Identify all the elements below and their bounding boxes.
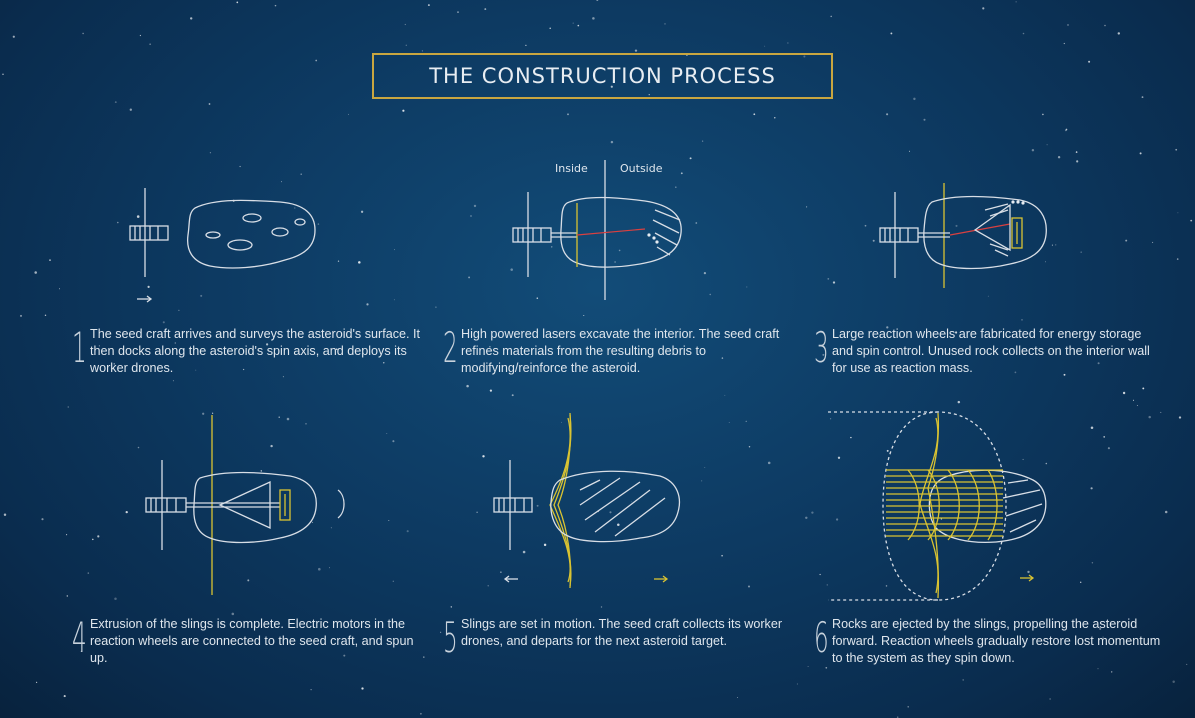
sling-icon — [886, 412, 1003, 599]
asteroid-icon — [186, 199, 316, 269]
step-description: Slings are set in motion. The seed craft… — [461, 617, 783, 648]
seed-craft-icon — [493, 460, 533, 550]
diagram-step-6 — [828, 411, 1047, 601]
sling-icon — [557, 412, 572, 589]
motion-arrow-icon — [654, 575, 669, 583]
step-description: The seed craft arrives and surveys the a… — [90, 327, 420, 375]
motion-arrow-icon — [137, 295, 153, 303]
reaction-wheel-icon — [1011, 217, 1023, 249]
asteroid-icon — [560, 196, 682, 268]
reaction-wheel-icon — [279, 489, 291, 521]
asteroid-icon — [928, 469, 1047, 544]
seed-craft-icon — [129, 188, 169, 277]
step-number: 1 — [72, 323, 87, 372]
seed-craft-icon — [512, 192, 577, 277]
step-number: 2 — [443, 323, 458, 372]
step-description: Extrusion of the slings is complete. Ele… — [90, 617, 414, 665]
asteroid-icon — [923, 195, 1047, 270]
step-description: High powered lasers excavate the interio… — [461, 327, 780, 375]
diagram-step-5 — [493, 412, 681, 589]
step-number: 6 — [814, 613, 829, 662]
step-description: Rocks are ejected by the slings, propell… — [832, 617, 1161, 665]
seed-craft-icon — [879, 192, 950, 278]
asteroid-icon — [193, 471, 317, 544]
diagram-step-4 — [145, 415, 345, 595]
step-description: Large reaction wheels are fabricated for… — [832, 327, 1150, 375]
step-number: 4 — [72, 613, 87, 662]
asteroid-icon — [550, 470, 681, 543]
diagram-step-1 — [129, 188, 316, 303]
departure-arrow-icon — [503, 575, 518, 583]
spin-indicator-icon — [337, 489, 345, 519]
motion-arrow-icon — [1020, 574, 1035, 582]
seed-craft-icon — [145, 460, 280, 550]
page-title: THE CONSTRUCTION PROCESS — [372, 53, 833, 99]
diagram-step-2: Inside Outside — [512, 160, 682, 300]
diagram-step-3 — [879, 183, 1047, 288]
step-number: 3 — [814, 323, 829, 372]
step-number: 5 — [443, 613, 458, 662]
label-outside: Outside — [620, 162, 663, 175]
label-inside: Inside — [555, 162, 588, 175]
